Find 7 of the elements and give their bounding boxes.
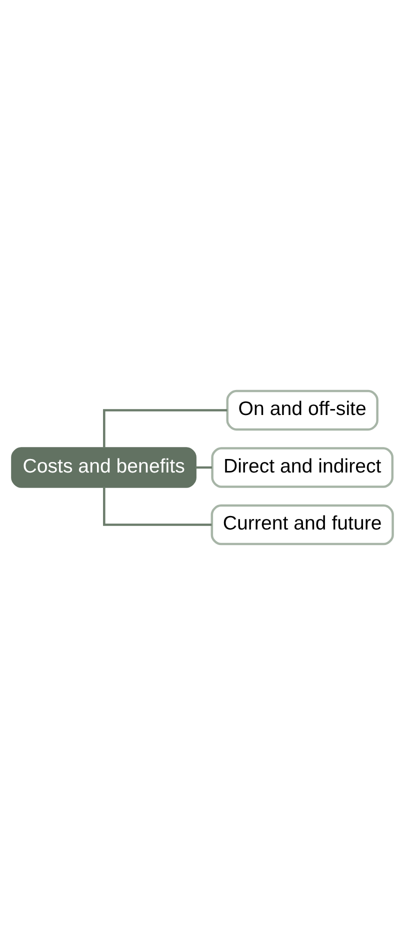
node-box: Costs and benefits <box>11 446 196 488</box>
node-box: Current and future <box>210 504 394 545</box>
connector <box>103 486 212 526</box>
node-box: On and off-site <box>226 389 378 430</box>
connector <box>103 408 228 448</box>
node-box: Direct and indirect <box>211 446 394 488</box>
connector <box>196 466 212 468</box>
